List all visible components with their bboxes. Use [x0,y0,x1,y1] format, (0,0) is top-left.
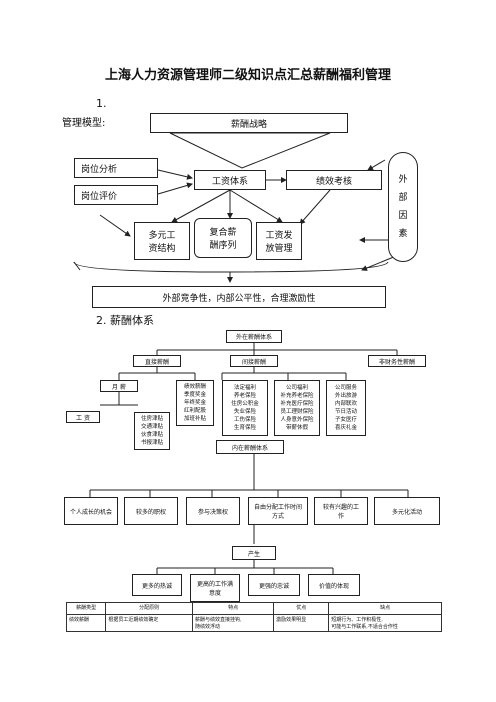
performance-pay-box: 绩效薪酬 季度奖金 年终奖金 红利配股 加班补贴 [176,380,214,426]
wage-box: 工 资 [66,411,100,423]
table-cell: 绩效薪酬 [65,614,107,632]
table-cell: 薪酬与绩效直接挂钩, 随绩效浮动 [191,614,275,632]
internal-item-free-time: 自由分配工作时间方式 [248,497,308,525]
wage-system-box: 工资体系 [194,170,266,190]
job-evaluation-box: 岗位评价 [74,185,158,205]
outcome-loyalty: 更强的忠诚 [248,574,300,596]
outcome-satisfaction: 更高的工作满意度 [190,574,240,602]
strategy-box: 薪酬战略 [150,113,348,133]
company-benefits-box: 公司福利 补充养老保险 补充医疗保险 员工理财保险 人身意外保险 带薪休假 [274,380,320,436]
table-header: 优点 [273,602,330,615]
document-title: 上海人力资源管理师二级知识点汇总薪酬福利管理 [104,68,391,83]
multi-wage-structure-box: 多元工 资结构 [134,222,190,260]
monthly-salary-box: 月 薪 [100,380,138,392]
external-salary-root: 外在薪酬体系 [226,330,282,343]
section2-title: 2. 薪酬体系 [96,314,154,327]
table-cell: 短期行为、工作积极性, 可能与工作联系,不适合合作性 [328,614,442,632]
internal-item-diverse: 多元化活动 [374,497,440,525]
table-header: 薪酬类型 [65,602,107,615]
outcome-value: 价值的体现 [308,574,360,596]
job-analysis-box: 岗位分析 [74,158,158,178]
performance-box: 绩效考核 [286,170,382,190]
principles-box: 外部竞争性，内部公平性，合理激励性 [92,286,386,308]
internal-item-growth: 个人成长的机会 [64,497,118,525]
table-header: 缺点 [328,602,442,615]
table-row: 绩效薪酬 根据员工近期绩效确定 薪酬与绩效直接挂钩, 随绩效浮动 激励效果明显 … [65,614,442,632]
statutory-benefits-box: 法定福利 养老保险 住房公积金 失业保险 工伤保险 生育保险 [222,380,268,436]
composite-salary-box: 复合薪 酬序列 [194,218,252,258]
internal-item-decision: 参与决策权 [186,497,240,525]
internal-salary-root: 内在薪酬体系 [216,440,284,454]
internal-item-interest: 较有兴趣的工作 [314,497,368,525]
section1-label: 管理模型: [62,118,106,129]
section1-number: 1. [96,97,107,110]
funnel-triangle [169,132,331,169]
table-cell: 激励效果明显 [273,614,330,632]
internal-item-authority: 较多的职权 [124,497,178,525]
non-financial-box: 非财务性薪酬 [368,355,426,367]
allowance-box: 住房津贴 交通津贴 伙食津贴 书报津贴 [134,412,170,450]
indirect-salary-box: 间接薪酬 [230,355,278,367]
table-cell: 根据员工近期绩效确定 [105,614,193,632]
outcome-enthusiasm: 更多的热诚 [132,574,182,596]
table-header: 分配原则 [105,602,193,615]
table-header-row: 薪酬类型 分配原则 特点 优点 缺点 [65,602,442,615]
wage-release-box: 工资发 放管理 [256,222,302,260]
direct-salary-box: 直接薪酬 [133,355,181,367]
salary-type-table: 薪酬类型 分配原则 特点 优点 缺点 绩效薪酬 根据员工近期绩效确定 薪酬与绩效… [65,602,442,632]
table-header: 特点 [191,602,275,615]
produce-box: 产生 [232,546,276,560]
external-factors-box: 外 部 因 素 [388,152,418,262]
company-services-box: 公司服务 外出旅游 内部联欢 节日活动 子女医疗 喜庆礼金 [326,380,366,436]
